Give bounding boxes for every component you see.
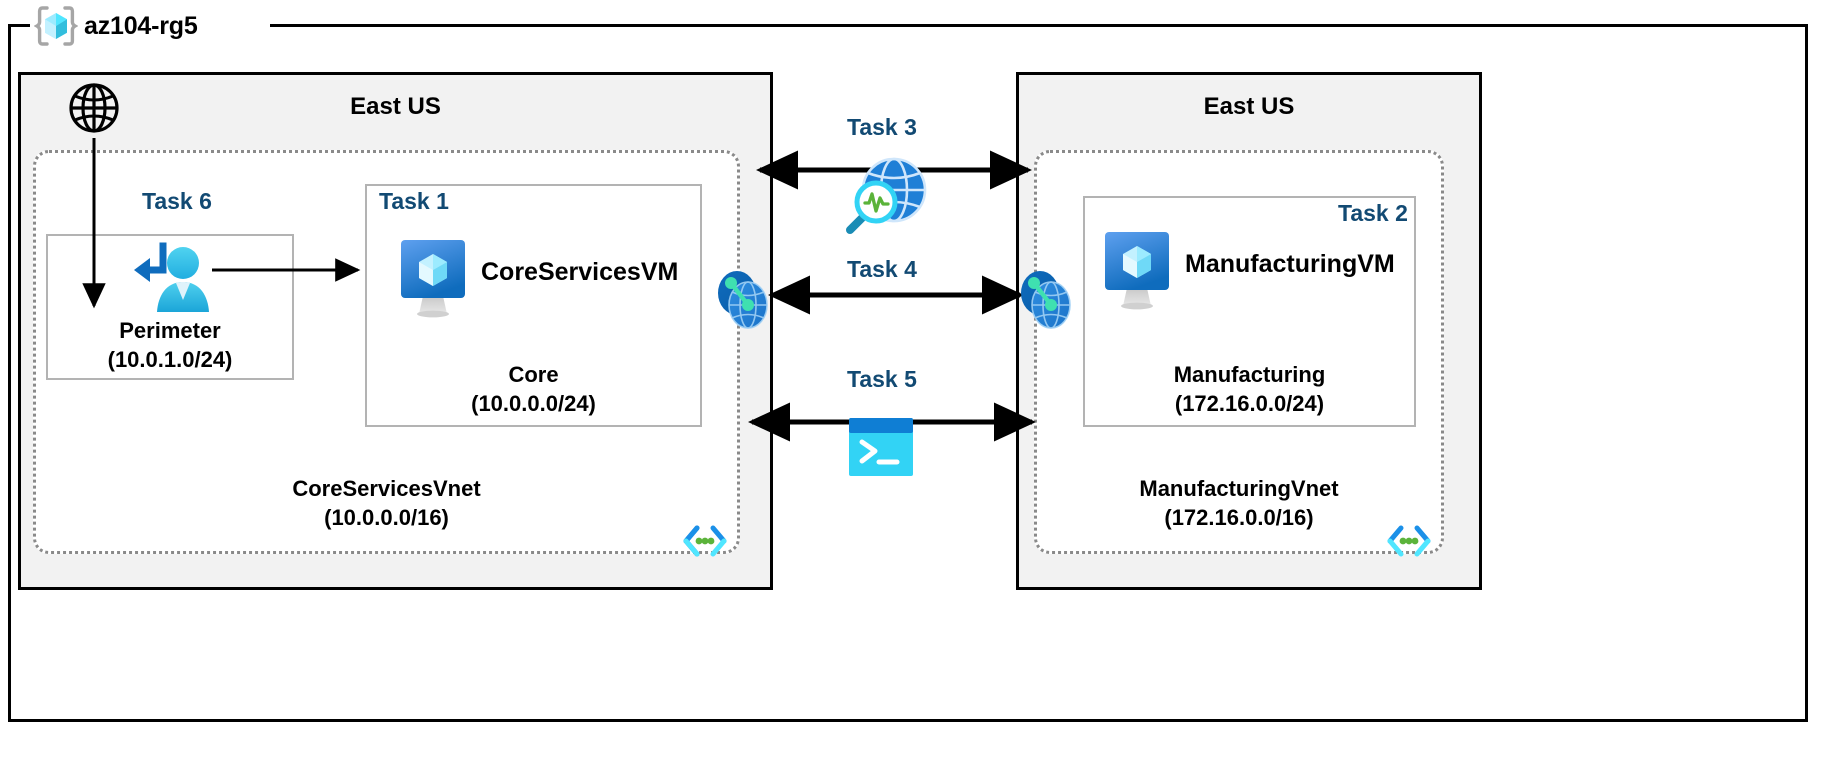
resource-group-frame	[8, 24, 1808, 722]
subnet-caption-perimeter: Perimeter (10.0.1.0/24)	[46, 316, 294, 375]
task-label-5: Task 5	[847, 366, 917, 392]
subnet-brackets-icon	[1387, 525, 1431, 557]
subnet-cidr-manufacturing: (172.16.0.0/24)	[1174, 391, 1325, 417]
resource-group-title: az104-rg5	[34, 6, 198, 46]
resource-group-name: az104-rg5	[84, 11, 198, 40]
subnet-brackets-icon	[683, 525, 727, 557]
network-watcher-globe-magnifier-icon	[846, 157, 927, 234]
task-label-1: Task 1	[379, 188, 449, 214]
subnet-cidr-core: (10.0.0.0/24)	[471, 391, 596, 417]
virtual-machine-icon	[401, 240, 465, 318]
resource-group-title-background	[30, 6, 270, 46]
virtual-machine-icon	[1105, 232, 1169, 310]
region-title-right: East US	[1203, 93, 1295, 120]
vnet-name-manufacturing: ManufacturingVnet	[1139, 476, 1339, 501]
azure-resource-group-cube-icon	[34, 6, 78, 46]
task-label-4: Task 4	[847, 256, 917, 282]
vnet-name-coreservices: CoreServicesVnet	[292, 476, 481, 501]
subnet-cidr-perimeter: (10.0.1.0/24)	[107, 347, 233, 373]
task-label-2: Task 2	[1338, 200, 1408, 226]
region-title-left: East US	[350, 93, 441, 120]
vnet-peering-icon	[1021, 271, 1071, 329]
subnet-name-perimeter: Perimeter	[119, 318, 221, 343]
subnet-name-core: Core	[508, 362, 559, 387]
subnet-name-manufacturing: Manufacturing	[1173, 362, 1326, 387]
vm-name-coreservices: CoreServicesVM	[481, 258, 679, 286]
vnet-peering-icon	[718, 271, 768, 329]
task-label-3: Task 3	[847, 114, 917, 140]
vnet-label-coreservices: CoreServicesVnet (10.0.0.0/16)	[33, 474, 740, 532]
vm-name-manufacturing: ManufacturingVM	[1185, 250, 1395, 278]
user-login-arrow-icon	[134, 242, 209, 312]
vnet-cidr-coreservices: (10.0.0.0/16)	[324, 505, 449, 531]
vnet-label-manufacturing: ManufacturingVnet (172.16.0.0/16)	[1034, 474, 1444, 532]
subnet-caption-manufacturing: Manufacturing (172.16.0.0/24)	[1083, 360, 1416, 419]
task-label-6: Task 6	[142, 188, 212, 214]
globe-outline-icon	[69, 83, 119, 133]
vnet-cidr-manufacturing: (172.16.0.0/16)	[1164, 505, 1314, 531]
subnet-caption-core: Core (10.0.0.0/24)	[365, 360, 702, 419]
cloud-shell-terminal-icon	[849, 418, 913, 476]
